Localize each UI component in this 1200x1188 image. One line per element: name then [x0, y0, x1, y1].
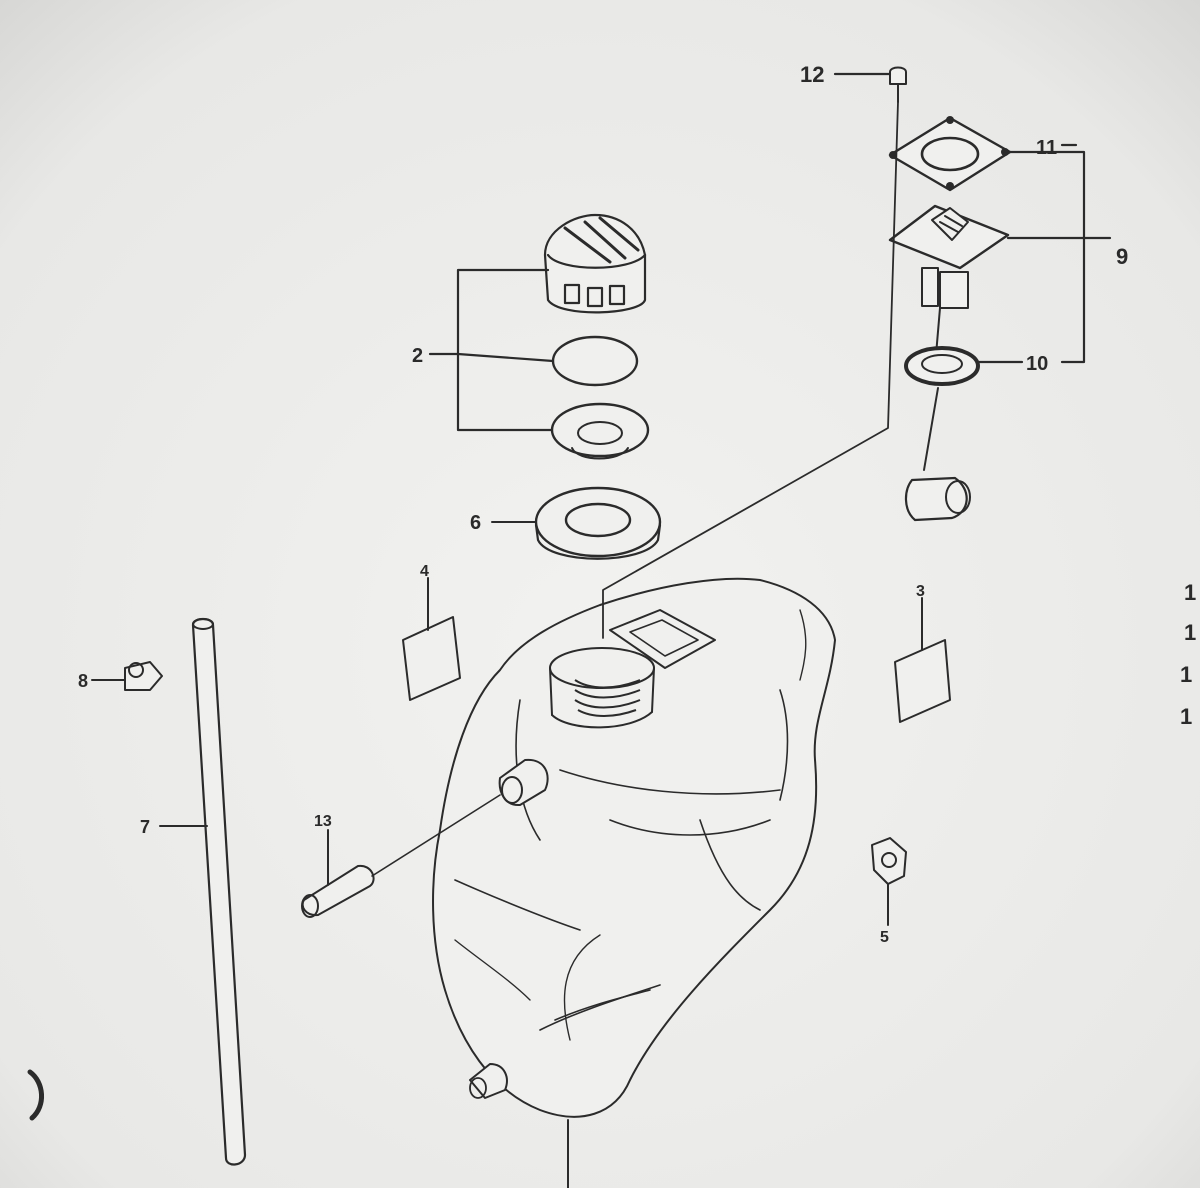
- label-2: 2: [412, 345, 423, 367]
- cutoff-text-2: 1: [1184, 620, 1196, 645]
- label-5: 5: [880, 929, 889, 946]
- breather-hose-7: [159, 617, 247, 1166]
- cutoff-text-4: 1: [1180, 704, 1192, 729]
- filler-gasket: [491, 486, 662, 560]
- bracket-mark: [27, 1069, 44, 1121]
- label-12: 12: [800, 62, 824, 87]
- label-13: 13: [314, 813, 332, 830]
- label-11: 11: [1036, 137, 1057, 159]
- neck-threads: [574, 679, 641, 717]
- fuel-cap-assembly: [428, 213, 650, 460]
- o-ring: [551, 335, 639, 387]
- hose-clip-8: [91, 661, 163, 691]
- label-9: 9: [1116, 244, 1128, 269]
- label-8: 8: [78, 671, 88, 691]
- cutoff-text-3: 1: [1180, 662, 1192, 687]
- fuel-tank: [432, 577, 836, 1188]
- label-4: 4: [420, 563, 429, 580]
- label-10: 10: [1026, 353, 1048, 375]
- label-6: 6: [470, 512, 481, 534]
- decal-4: [402, 577, 461, 701]
- nut-5: [871, 837, 907, 926]
- decal-3: [894, 597, 951, 723]
- hose-fitting-13: [301, 794, 501, 918]
- label-3: 3: [916, 583, 925, 600]
- fuel-sender-assembly: [602, 66, 1112, 639]
- cutoff-text-1: 1: [1184, 580, 1196, 605]
- label-7: 7: [140, 817, 150, 837]
